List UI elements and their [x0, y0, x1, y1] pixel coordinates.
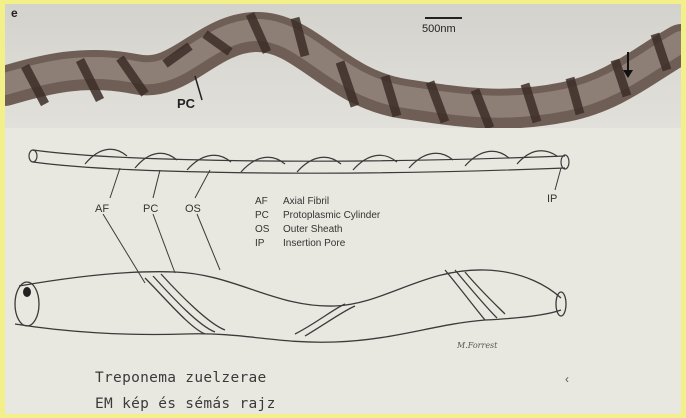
legend-abbr-pc: PC	[255, 210, 269, 221]
corner-mark: ‹	[565, 372, 569, 386]
legend-text-af: Axial Fibril	[283, 196, 329, 207]
caption-line-2: EM kép és sémás rajz	[95, 396, 276, 412]
legend-text-pc: Protoplasmic Cylinder	[283, 210, 381, 221]
photo-pc-label: PC	[177, 96, 196, 111]
label-af: AF	[95, 203, 109, 215]
legend-abbr-af: AF	[255, 196, 268, 207]
label-os: OS	[185, 203, 201, 215]
label-pc: PC	[143, 203, 158, 215]
caption-area: Treponema zuelzerae EM kép és sémás rajz…	[5, 358, 681, 414]
scale-bar-label: 500nm	[422, 23, 456, 35]
slide: e 500nm PC	[5, 4, 681, 414]
small-helix	[29, 149, 569, 173]
legend-abbr-os: OS	[255, 224, 270, 235]
large-cell	[15, 270, 566, 342]
schematic-drawing: AF PC OS IP AF Axial Fibril PC Protoplas…	[5, 128, 681, 358]
legend-text-os: Outer Sheath	[283, 224, 342, 235]
artist-signature: M.Forrest	[456, 341, 498, 350]
label-ip: IP	[547, 193, 557, 205]
panel-letter: e	[11, 6, 18, 20]
legend-abbr-ip: IP	[255, 238, 265, 249]
legend: AF Axial Fibril PC Protoplasmic Cylinder…	[255, 196, 381, 249]
caption-line-1: Treponema zuelzerae	[95, 370, 267, 386]
insertion-pore-dot	[23, 287, 31, 297]
em-photograph: e 500nm PC	[5, 4, 681, 128]
legend-text-ip: Insertion Pore	[283, 238, 346, 249]
